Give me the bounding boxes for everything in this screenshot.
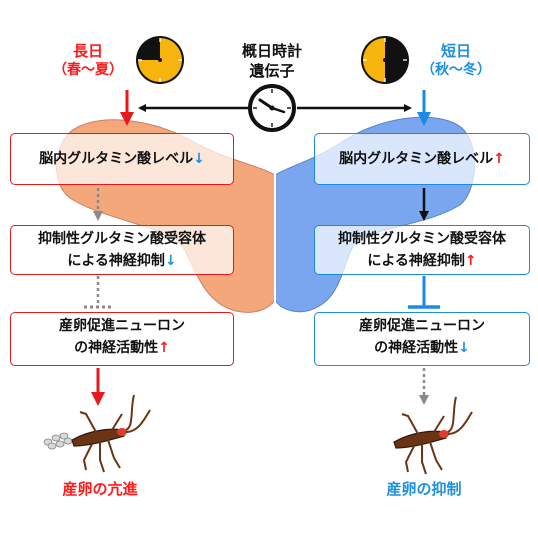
- day-clock-short-icon: [361, 36, 409, 84]
- eggs-icon: [43, 432, 73, 450]
- right-glutamate-arrow: ↑: [493, 151, 505, 167]
- right-neuron-arrow: ↓: [458, 340, 470, 356]
- right-glutamate-text: 脳内グルタミン酸レベル: [339, 151, 494, 167]
- left-neuron-box: 産卵促進ニューロン の神経活動性↑: [10, 312, 234, 366]
- right-receptor-line2: による神経抑制: [367, 253, 465, 269]
- short-day-title: 短日: [440, 42, 471, 60]
- left-glutamate-box: 脳内グルタミン酸レベル↓: [10, 133, 234, 185]
- right-receptor-box: 抑制性グルタミン酸受容体 による神経抑制↑: [314, 225, 530, 275]
- left-receptor-box: 抑制性グルタミン酸受容体 による神経抑制↓: [10, 225, 234, 275]
- long-day-title: 長日: [72, 42, 103, 60]
- left-neuron-arrow: ↑: [158, 340, 170, 356]
- long-day-subtitle: （春〜夏）: [53, 62, 123, 78]
- right-neuron-line2: の神経活動性: [374, 340, 459, 356]
- outcome-left: 産卵の亢進: [62, 480, 138, 498]
- left-receptor-line2: による神経抑制: [67, 253, 165, 269]
- center-title-line2: 遺伝子: [249, 62, 295, 80]
- right-neuron-line1: 産卵促進ニューロン: [359, 318, 485, 334]
- center-title-line1: 概日時計: [241, 42, 302, 60]
- right-neuron-box: 産卵促進ニューロン の神経活動性↓: [314, 312, 530, 366]
- left-glutamate-arrow: ↓: [193, 151, 205, 167]
- left-glutamate-text: 脳内グルタミン酸レベル: [39, 151, 194, 167]
- left-neuron-line1: 産卵促進ニューロン: [59, 318, 185, 334]
- clock-icon: [248, 84, 296, 132]
- short-day-subtitle: （秋〜冬）: [421, 62, 491, 78]
- insect-icon-left: [43, 394, 151, 473]
- insect-icon-right: [393, 396, 473, 475]
- right-glutamate-box: 脳内グルタミン酸レベル↑: [314, 133, 530, 185]
- outcome-right: 産卵の抑制: [386, 480, 462, 498]
- day-clock-long-icon: [136, 36, 184, 84]
- left-neuron-line2: の神経活動性: [74, 340, 159, 356]
- right-receptor-arrow: ↑: [464, 253, 477, 269]
- left-receptor-line1: 抑制性グルタミン酸受容体: [38, 231, 206, 247]
- right-receptor-line1: 抑制性グルタミン酸受容体: [338, 231, 506, 247]
- left-receptor-arrow: ↓: [164, 253, 177, 269]
